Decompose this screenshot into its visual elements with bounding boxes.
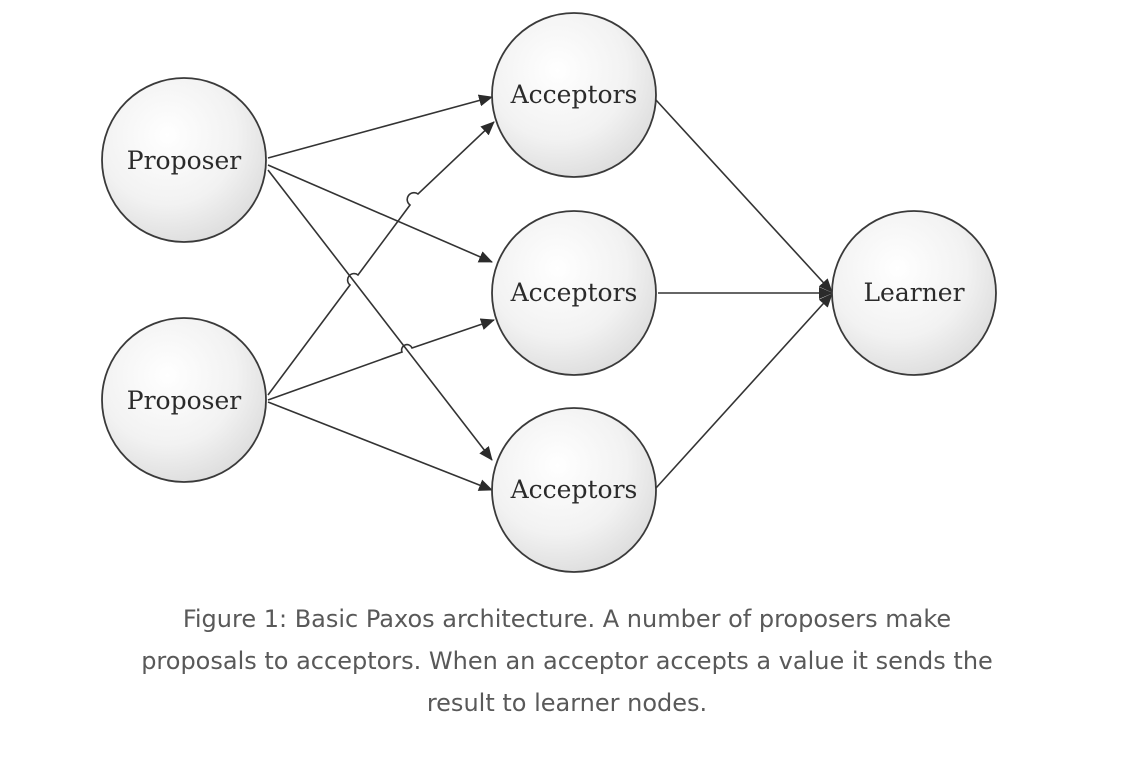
edge-a3-l1: [655, 293, 833, 489]
nodes: Proposer Proposer Acceptors Acceptors Ac…: [101, 12, 997, 573]
edge-p2-a2: [267, 318, 495, 401]
edge-a1-l1: [655, 99, 833, 293]
node-label: Learner: [863, 278, 964, 307]
caption-line-1: Figure 1: Basic Paxos architecture. A nu…: [182, 605, 952, 633]
edge-p1-a2: [267, 164, 493, 263]
caption-line-3: result to learner nodes.: [426, 689, 708, 717]
node-label: Acceptors: [510, 278, 638, 307]
figure-caption: Figure 1: Basic Paxos architecture. A nu…: [0, 598, 1134, 724]
acceptor-node-2: Acceptors: [491, 210, 657, 376]
caption-line-2: proposals to acceptors. When an acceptor…: [141, 647, 993, 675]
proposer-node-1: Proposer: [101, 77, 267, 243]
acceptor-node-3: Acceptors: [491, 407, 657, 573]
node-label: Acceptors: [510, 80, 638, 109]
edge-p2-a3: [267, 401, 493, 491]
edge-p1-a1: [267, 94, 493, 159]
node-label: Proposer: [127, 386, 242, 415]
edge-p1-a3: [267, 169, 493, 461]
edges: [267, 94, 833, 491]
node-label: Acceptors: [510, 475, 638, 504]
node-label: Proposer: [127, 146, 242, 175]
acceptor-node-1: Acceptors: [491, 12, 657, 178]
edge-p2-a1: [267, 121, 495, 396]
proposer-node-2: Proposer: [101, 317, 267, 483]
learner-node: Learner: [831, 210, 997, 376]
paxos-architecture-diagram: Proposer Proposer Acceptors Acceptors Ac…: [101, 12, 997, 573]
